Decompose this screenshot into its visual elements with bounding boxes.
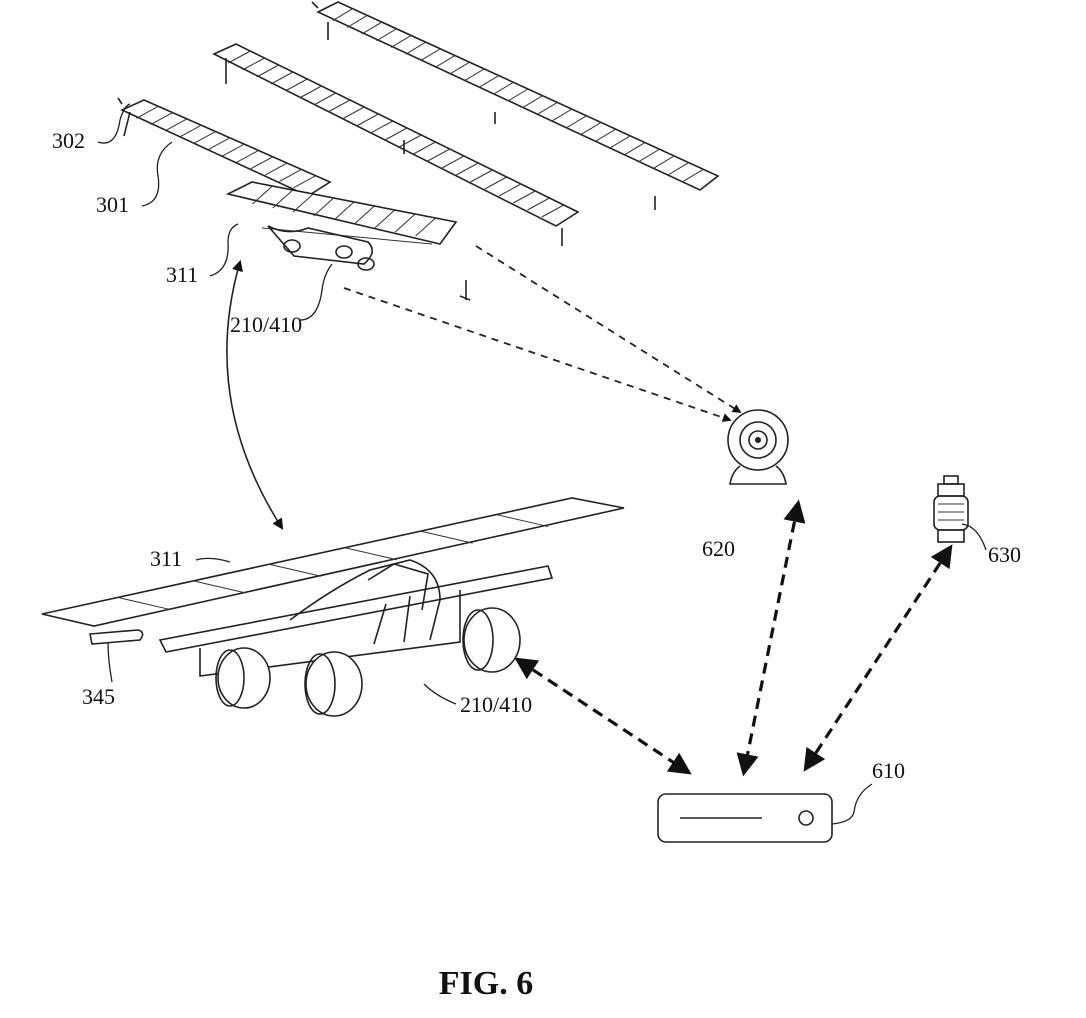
label-620: 620 <box>702 536 735 561</box>
panel-transfer-arrow <box>227 262 282 528</box>
sensing-line-upper <box>476 246 740 412</box>
link-camera-server <box>744 504 798 772</box>
label-610: 610 <box>872 758 905 783</box>
label-311-top: 311 <box>166 262 198 287</box>
label-311-vehicle: 311 <box>150 546 182 571</box>
label-345: 345 <box>82 684 115 709</box>
panel-311-top <box>228 182 456 244</box>
vehicle-with-panel <box>42 498 624 716</box>
label-630: 630 <box>988 542 1021 567</box>
link-sensor-server <box>806 548 950 768</box>
sensor-630-icon <box>934 476 968 542</box>
label-301: 301 <box>96 192 129 217</box>
label-210-410-top: 210/410 <box>230 312 302 337</box>
label-302: 302 <box>52 128 85 153</box>
solar-row-far <box>312 2 718 210</box>
sensing-line-lower <box>344 288 730 420</box>
camera-620-icon <box>728 410 788 484</box>
label-210-410-vehicle: 210/410 <box>460 692 532 717</box>
figure-caption: FIG. 6 <box>439 965 533 1002</box>
solar-row-near <box>118 98 330 196</box>
link-vehicle-server <box>518 660 688 772</box>
server-610-icon <box>658 794 832 842</box>
